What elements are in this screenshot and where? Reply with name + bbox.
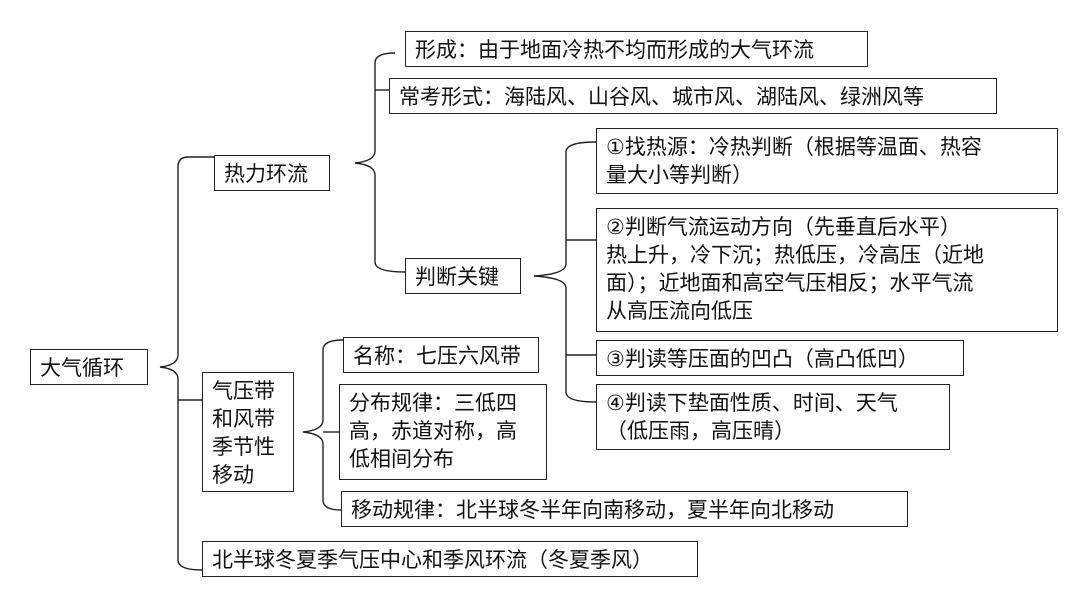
key-item-airflow-direction: ②判断气流运动方向（先垂直后水平） 热上升，冷下沉；热低压，冷高压（近地 面）；… [596, 208, 1058, 332]
thermal-brace [354, 52, 406, 273]
formation-node: 形成：由于地面冷热不均而形成的大气环流 [405, 31, 868, 67]
thermal-circulation-node: 热力环流 [214, 155, 330, 191]
distribution-rule-node: 分布规律：三低四 高，赤道对称，高 低相间分布 [339, 384, 547, 480]
key-judgement-node: 判断关键 [405, 258, 521, 294]
key-item-isobaric-surface: ③判读等压面的凹凸（高凸低凹） [596, 340, 964, 376]
key-item-underlying-surface: ④判读下垫面性质、时间、天气 （低压雨，高压晴） [596, 384, 950, 450]
common-forms-node: 常考形式：海陆风、山谷风、城市风、湖陆风、绿洲风等 [389, 78, 997, 114]
key-item-heat-source: ①找热源：冷热判断（根据等温面、热容 量大小等判断） [596, 128, 1058, 194]
movement-rule-node: 移动规律：北半球冬半年向南移动，夏半年向北移动 [341, 491, 908, 527]
root-node: 大气循环 [30, 349, 148, 385]
pressure-wind-belts-node: 气压带 和风带 季节性 移动 [202, 372, 294, 492]
pressure-brace [302, 339, 344, 511]
root-brace [159, 156, 203, 571]
belts-name-node: 名称：七压六风带 [343, 337, 539, 373]
key-brace [533, 141, 597, 403]
monsoon-node: 北半球冬夏季气压中心和季风环流（冬夏季风） [202, 541, 698, 577]
